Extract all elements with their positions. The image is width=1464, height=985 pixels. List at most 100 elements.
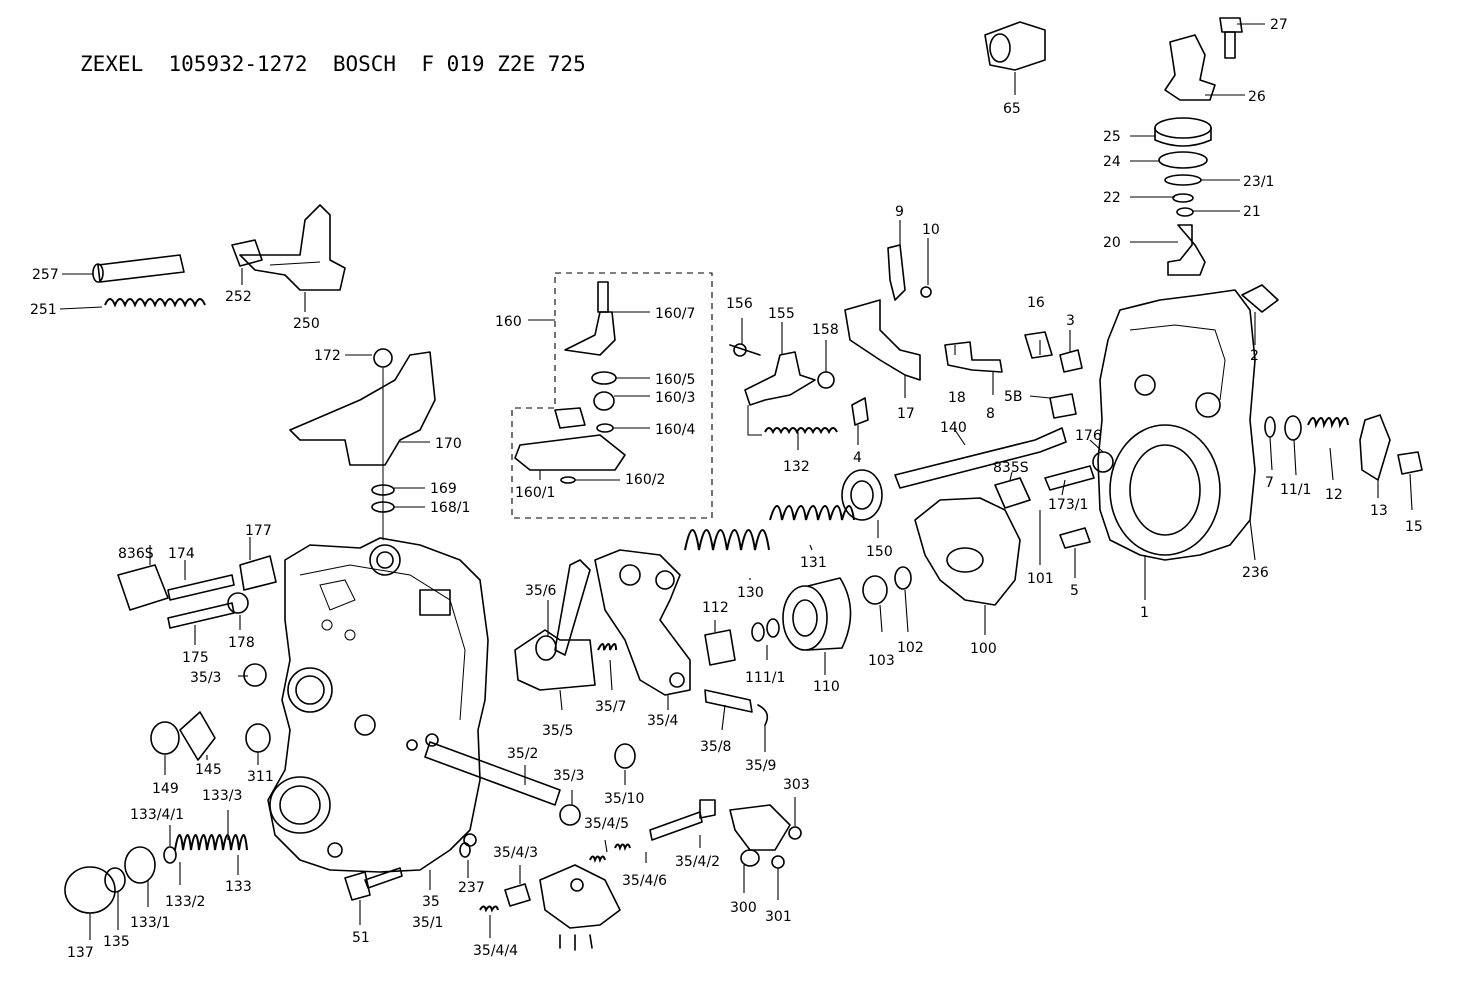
label-160-5: 160/5 bbox=[655, 372, 695, 388]
label-303: 303 bbox=[783, 777, 810, 793]
label-131: 131 bbox=[800, 555, 827, 571]
label-35-4: 35/4 bbox=[647, 713, 679, 729]
label-4: 4 bbox=[853, 450, 862, 466]
label-112: 112 bbox=[702, 600, 729, 616]
label-155: 155 bbox=[768, 306, 795, 322]
label-111-1: 111/1 bbox=[745, 670, 785, 686]
label-140: 140 bbox=[940, 420, 967, 436]
label-132: 132 bbox=[783, 459, 810, 475]
label-170: 170 bbox=[435, 436, 462, 452]
label-176: 176 bbox=[1075, 428, 1102, 444]
label-177: 177 bbox=[245, 523, 272, 539]
label-35-6: 35/6 bbox=[525, 583, 557, 599]
part-drawings bbox=[64, 17, 1423, 951]
label-2: 2 bbox=[1250, 348, 1259, 364]
label-137: 137 bbox=[67, 945, 94, 961]
label-35-3-upper: 35/3 bbox=[190, 670, 221, 686]
label-160-4: 160/4 bbox=[655, 422, 695, 438]
label-100: 100 bbox=[970, 641, 997, 657]
label-103: 103 bbox=[868, 653, 895, 669]
label-35-1: 35/1 bbox=[412, 915, 443, 931]
label-5b: 5B bbox=[1004, 389, 1023, 405]
label-10: 10 bbox=[922, 222, 940, 238]
label-11-1: 11/1 bbox=[1280, 482, 1311, 498]
label-174: 174 bbox=[168, 546, 195, 562]
label-13: 13 bbox=[1370, 503, 1388, 519]
label-173-1: 173/1 bbox=[1048, 497, 1088, 513]
label-236: 236 bbox=[1242, 565, 1269, 581]
label-35-7: 35/7 bbox=[595, 699, 626, 715]
label-160-7: 160/7 bbox=[655, 306, 695, 322]
label-35-5: 35/5 bbox=[542, 723, 573, 739]
label-27: 27 bbox=[1270, 17, 1288, 33]
label-35-2: 35/2 bbox=[507, 746, 538, 762]
label-178: 178 bbox=[228, 635, 255, 651]
label-175: 175 bbox=[182, 650, 209, 666]
label-35-10: 35/10 bbox=[604, 791, 644, 807]
label-135: 135 bbox=[103, 934, 130, 950]
label-12: 12 bbox=[1325, 487, 1343, 503]
part-labels: 27 26 25 24 23/1 22 21 20 65 2 16 3 9 10… bbox=[30, 17, 1423, 961]
label-257: 257 bbox=[32, 267, 59, 283]
label-26: 26 bbox=[1248, 89, 1266, 105]
label-35: 35 bbox=[422, 894, 440, 910]
label-110: 110 bbox=[813, 679, 840, 695]
label-24: 24 bbox=[1103, 154, 1121, 170]
label-7: 7 bbox=[1265, 475, 1274, 491]
label-9: 9 bbox=[895, 204, 904, 220]
label-145: 145 bbox=[195, 762, 222, 778]
diagram-title: ZEXEL 105932-1272 BOSCH F 019 Z2E 725 bbox=[80, 52, 586, 76]
label-51: 51 bbox=[352, 930, 370, 946]
label-35-4-3: 35/4/3 bbox=[493, 845, 538, 861]
label-3: 3 bbox=[1066, 313, 1075, 329]
label-133-2: 133/2 bbox=[165, 894, 205, 910]
label-8: 8 bbox=[986, 406, 995, 422]
leader-lines bbox=[59, 23, 1413, 940]
label-237: 237 bbox=[458, 880, 485, 896]
label-311: 311 bbox=[247, 769, 274, 785]
label-133-1: 133/1 bbox=[130, 915, 170, 931]
label-1: 1 bbox=[1140, 605, 1149, 621]
label-23-1: 23/1 bbox=[1243, 174, 1274, 190]
label-25: 25 bbox=[1103, 129, 1121, 145]
label-35-9: 35/9 bbox=[745, 758, 776, 774]
label-169: 169 bbox=[430, 481, 457, 497]
label-35-4-2: 35/4/2 bbox=[675, 854, 720, 870]
label-160-2: 160/2 bbox=[625, 472, 665, 488]
label-835s: 835S bbox=[993, 460, 1029, 476]
label-133-4-1: 133/4/1 bbox=[130, 807, 184, 823]
label-133: 133 bbox=[225, 879, 252, 895]
label-168-1: 168/1 bbox=[430, 500, 470, 516]
label-35-4-5: 35/4/5 bbox=[584, 816, 629, 832]
label-16: 16 bbox=[1027, 295, 1045, 311]
label-150: 150 bbox=[866, 544, 893, 560]
label-22: 22 bbox=[1103, 190, 1121, 206]
label-35-3-lower: 35/3 bbox=[553, 768, 584, 784]
label-35-4-6: 35/4/6 bbox=[622, 873, 667, 889]
label-250: 250 bbox=[293, 316, 320, 332]
label-101: 101 bbox=[1027, 571, 1054, 587]
label-15: 15 bbox=[1405, 519, 1423, 535]
label-21: 21 bbox=[1243, 204, 1261, 220]
label-18: 18 bbox=[948, 390, 966, 406]
label-156: 156 bbox=[726, 296, 753, 312]
label-130: 130 bbox=[737, 585, 764, 601]
label-160-1: 160/1 bbox=[515, 485, 555, 501]
label-301: 301 bbox=[765, 909, 792, 925]
label-300: 300 bbox=[730, 900, 757, 916]
label-836s: 836S bbox=[118, 546, 154, 562]
label-35-4-4: 35/4/4 bbox=[473, 943, 518, 959]
label-5: 5 bbox=[1070, 583, 1079, 599]
label-158: 158 bbox=[812, 322, 839, 338]
label-35-8: 35/8 bbox=[700, 739, 731, 755]
label-17: 17 bbox=[897, 406, 915, 422]
label-251: 251 bbox=[30, 302, 57, 318]
label-20: 20 bbox=[1103, 235, 1121, 251]
label-252: 252 bbox=[225, 289, 252, 305]
label-149: 149 bbox=[152, 781, 179, 797]
pump-housing-right bbox=[1097, 289, 1256, 561]
label-65: 65 bbox=[1003, 101, 1021, 117]
label-133-3: 133/3 bbox=[202, 788, 242, 804]
